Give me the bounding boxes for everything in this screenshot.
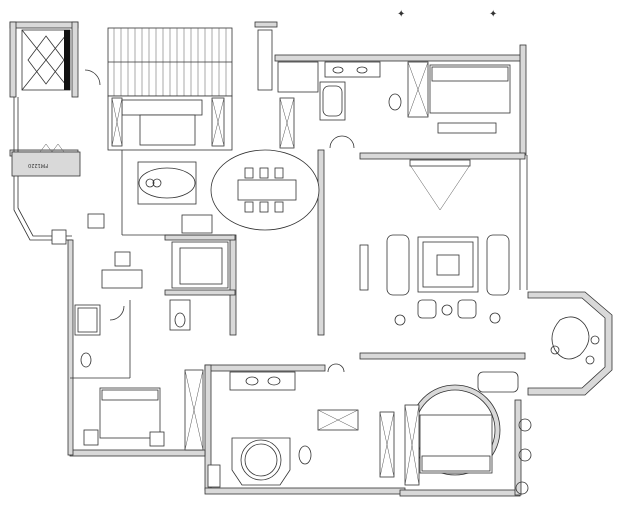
kitchen <box>107 95 233 151</box>
bedroom-left <box>83 369 204 451</box>
shaft-room <box>21 29 71 91</box>
bedroom-bottom-right <box>404 371 532 495</box>
svg-text:✦: ✦ <box>489 9 497 20</box>
top-bathroom <box>257 29 402 149</box>
bottom-bathroom <box>207 371 395 488</box>
living-room <box>359 234 510 326</box>
svg-text:✦: ✦ <box>397 9 405 20</box>
dining-area <box>210 149 320 231</box>
door-code-text: FM1220 <box>28 162 48 168</box>
doors <box>84 69 355 373</box>
study-room <box>51 213 143 289</box>
bay-window <box>527 291 613 396</box>
elevator <box>171 241 229 289</box>
staircase <box>107 27 233 97</box>
master-bedroom-top <box>407 61 511 211</box>
bathroom-left <box>70 299 191 379</box>
kitchen-island <box>121 150 232 236</box>
compass-markers: ✦ ✦ <box>397 9 497 20</box>
door-label: FM1220 <box>11 143 81 177</box>
